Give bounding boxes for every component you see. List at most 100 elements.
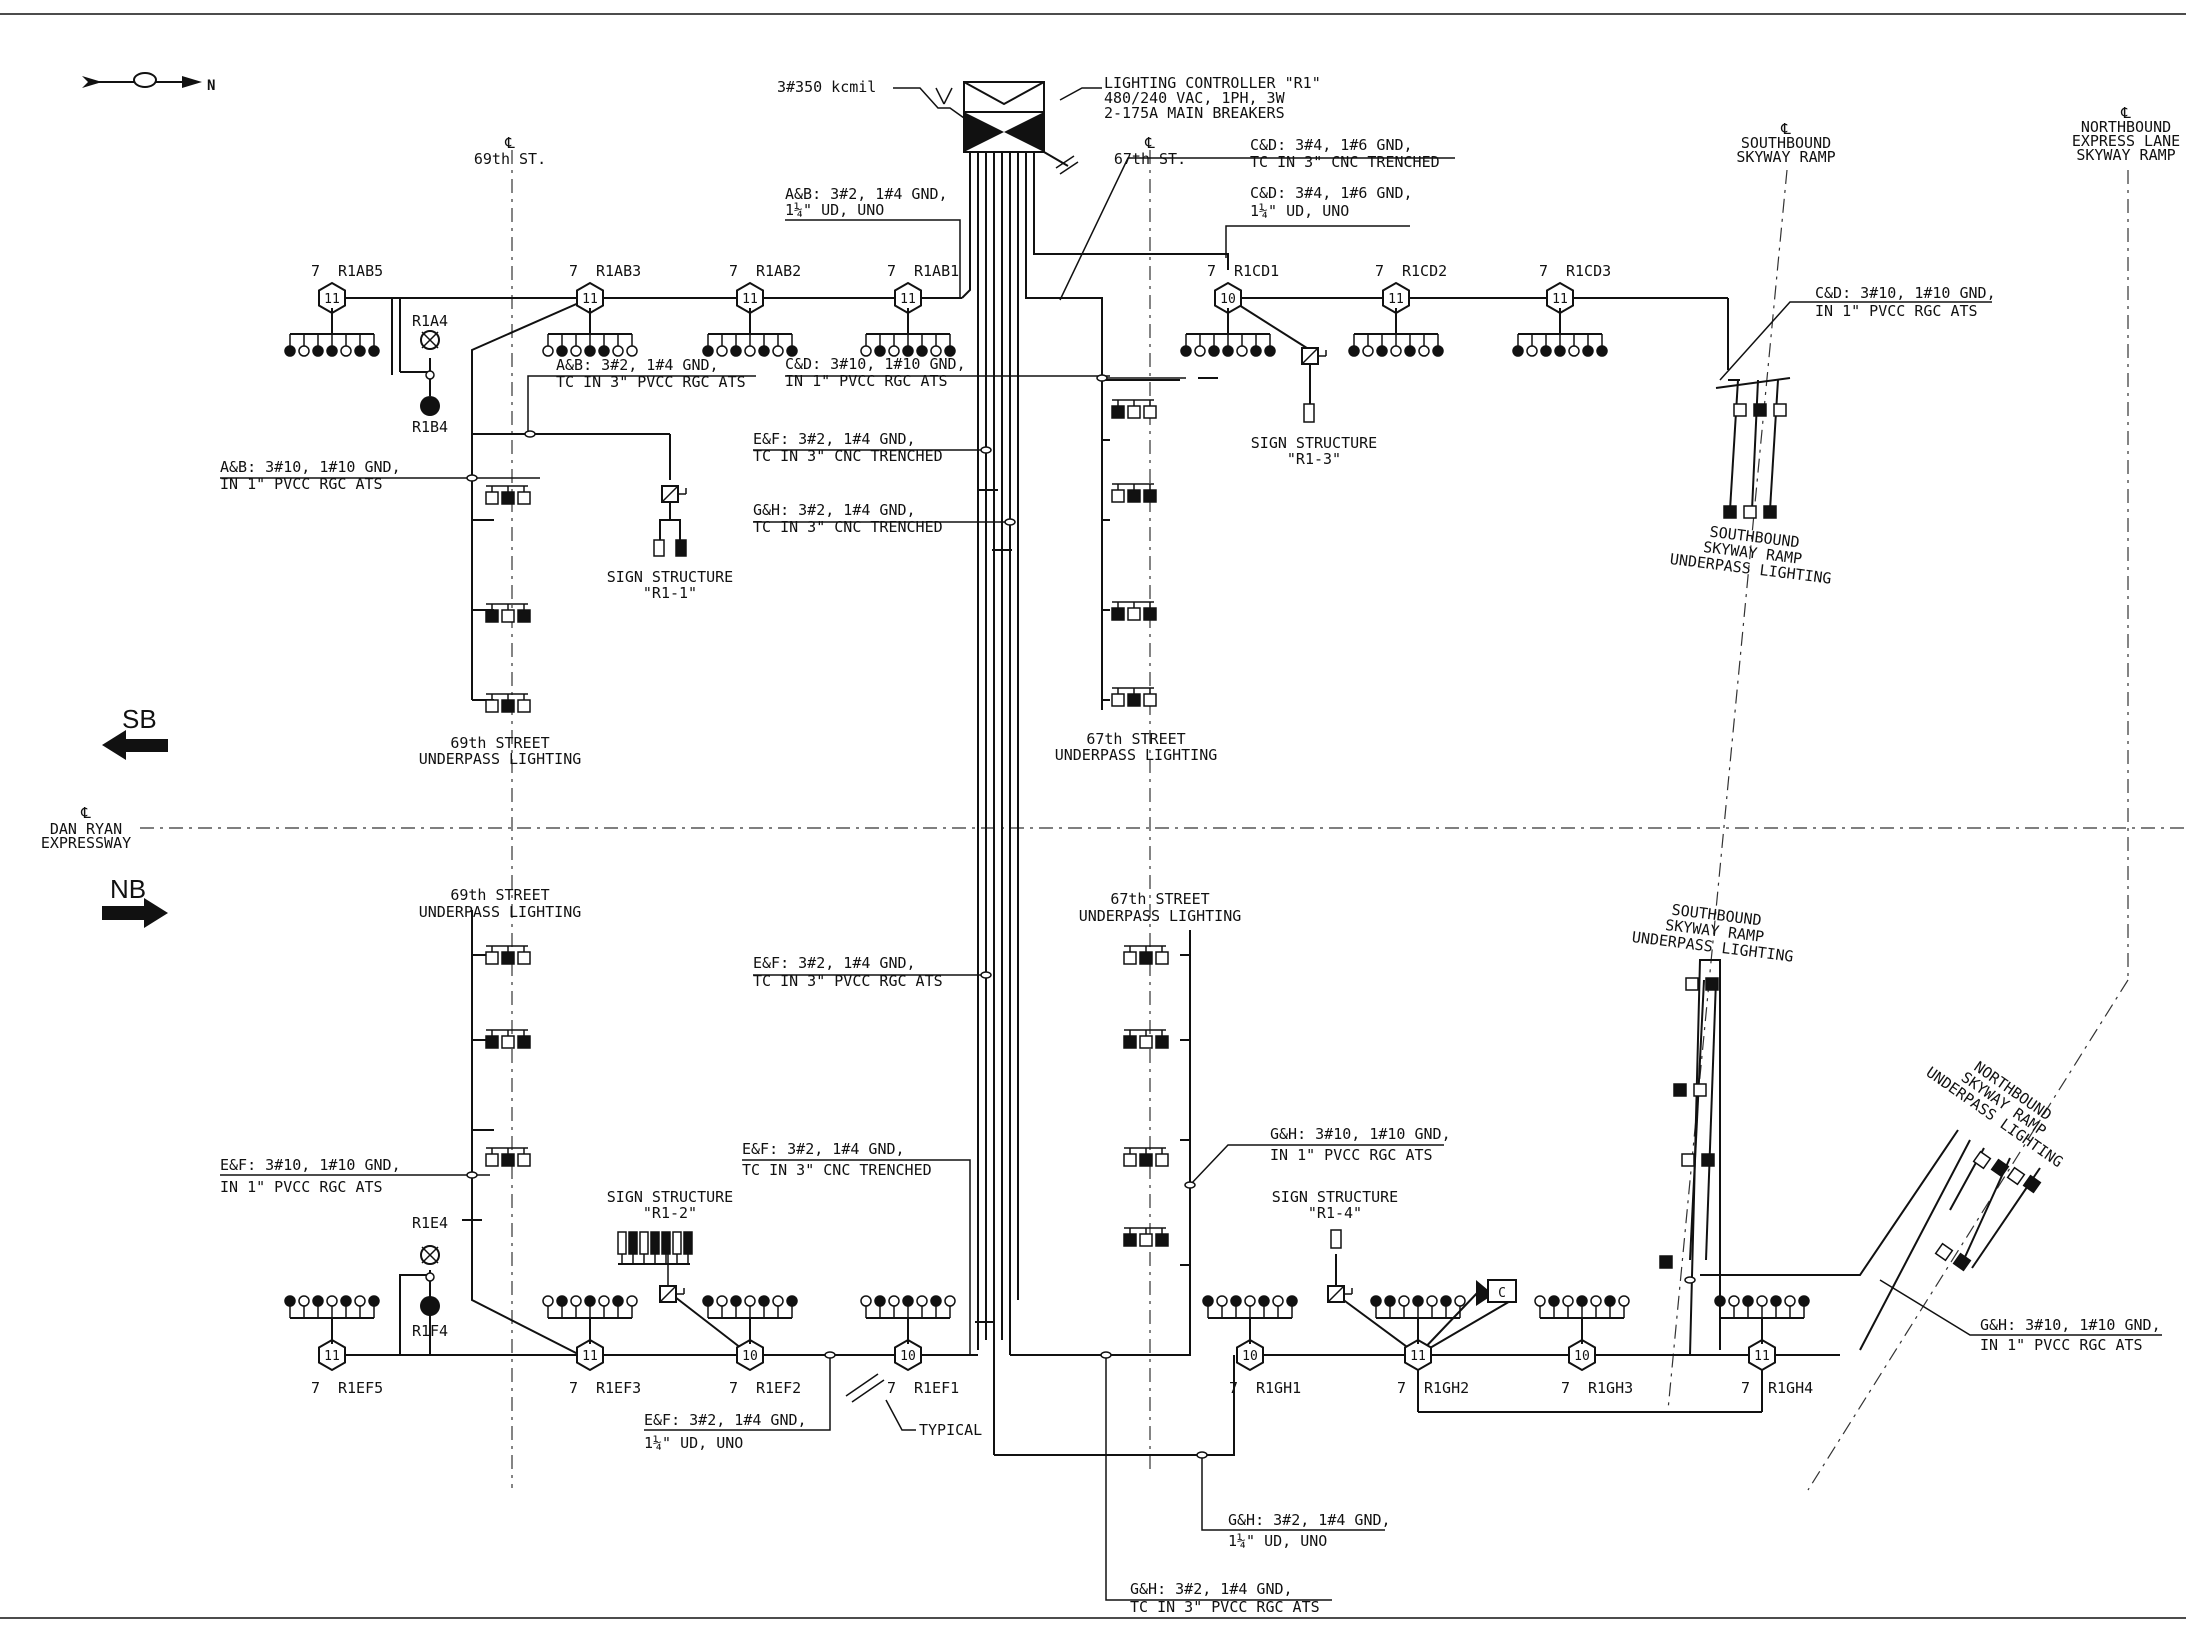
svg-text:IN 1" PVCC RGC ATS: IN 1" PVCC RGC ATS	[1815, 302, 1978, 320]
svg-text:DAN RYAN: DAN RYAN	[50, 820, 122, 838]
svg-text:G&H: 3#10, 1#10 GND,: G&H: 3#10, 1#10 GND,	[1980, 1316, 2161, 1334]
svg-text:SKYWAY RAMP: SKYWAY RAMP	[1736, 148, 1835, 166]
sign-structure-r1-1	[661, 485, 687, 503]
fixture-row-r1gh3	[1534, 1295, 1630, 1344]
pole-id: R1EF5	[338, 1379, 383, 1397]
nb-ramp-box-1	[1990, 1158, 2010, 1178]
pole-id: R1GH3	[1588, 1379, 1633, 1397]
svg-text:G&H: 3#2, 1#4 GND,: G&H: 3#2, 1#4 GND,	[753, 501, 916, 519]
pole-size: 11	[582, 1349, 598, 1364]
pole-number: 7	[887, 1379, 896, 1397]
svg-text:C&D: 3#4, 1#6 GND,: C&D: 3#4, 1#6 GND,	[1250, 184, 1413, 202]
fixture-row-r1gh1	[1202, 1295, 1298, 1344]
svg-text:UNDERPASS LIGHTING: UNDERPASS LIGHTING	[1079, 907, 1242, 925]
underpass-67-nb-box-3	[1123, 1227, 1169, 1247]
splice-mark-7	[1184, 1181, 1196, 1189]
svg-text:1¼" UD, UNO: 1¼" UD, UNO	[644, 1434, 743, 1452]
luminaire-r1e4: R1E4 R1F4	[399, 1214, 448, 1355]
fixture-row-r1ef5	[284, 1295, 380, 1344]
pole-number: 7	[1561, 1379, 1570, 1397]
svg-text:G&H: 3#10, 1#10 GND,: G&H: 3#10, 1#10 GND,	[1270, 1125, 1451, 1143]
sb-ramp-top-box-4	[1743, 505, 1757, 519]
svg-text:TC IN 3" PVCC RGC ATS: TC IN 3" PVCC RGC ATS	[1130, 1598, 1320, 1616]
svg-text:IN 1" PVCC RGC ATS: IN 1" PVCC RGC ATS	[1980, 1336, 2143, 1354]
pole-id: R1AB2	[756, 262, 801, 280]
splice-mark-0	[466, 474, 478, 482]
sb-ramp-top-box-0	[1733, 403, 1747, 417]
pole-id: R1EF1	[914, 1379, 959, 1397]
svg-text:TYPICAL: TYPICAL	[919, 1421, 982, 1439]
svg-text:C&D: 3#10, 1#10 GND,: C&D: 3#10, 1#10 GND,	[785, 355, 966, 373]
pole-size: 11	[582, 292, 598, 307]
fixture-row-r1ef2	[702, 1295, 798, 1344]
pole-size: 10	[1574, 1349, 1590, 1364]
pole-id: R1CD2	[1402, 262, 1447, 280]
svg-text:TC IN 3" PVCC RGC ATS: TC IN 3" PVCC RGC ATS	[753, 972, 943, 990]
svg-text:IN 1" PVCC RGC ATS: IN 1" PVCC RGC ATS	[220, 1178, 383, 1196]
pole-r1ef1: 10 7 R1EF1	[887, 1338, 959, 1397]
svg-text:R1B4: R1B4	[412, 418, 448, 436]
fixture-row-r1ab1	[860, 308, 956, 357]
svg-text:"R1-4": "R1-4"	[1308, 1204, 1362, 1222]
north-arrow-icon: N	[82, 72, 215, 94]
splice-mark-4	[1004, 518, 1016, 526]
svg-text:℄: ℄	[2120, 104, 2131, 122]
splice-mark-6	[466, 1171, 478, 1179]
svg-text:A&B: 3#2, 1#4 GND,: A&B: 3#2, 1#4 GND,	[785, 185, 948, 203]
sb-ramp-top-box-2	[1773, 403, 1787, 417]
pole-number: 7	[729, 262, 738, 280]
pole-size: 11	[324, 1349, 340, 1364]
pole-number: 7	[1207, 262, 1216, 280]
svg-text:R1E4: R1E4	[412, 1214, 448, 1232]
underpass-69-nb-box-1	[485, 1029, 531, 1049]
pole-number: 7	[1397, 1379, 1406, 1397]
svg-text:UNDERPASS LIGHTING: UNDERPASS LIGHTING	[1055, 746, 1218, 764]
controller-title: LIGHTING CONTROLLER "R1"	[1104, 74, 1321, 92]
svg-text:1¼" UD, UNO: 1¼" UD, UNO	[785, 201, 884, 219]
camera-icon: C	[1476, 1279, 1517, 1306]
pole-size: 11	[1754, 1349, 1770, 1364]
pole-number: 7	[1375, 262, 1384, 280]
sign-r1-1-label: SIGN STRUCTURE	[607, 568, 733, 586]
fixture-row-r1ef3	[542, 1295, 638, 1344]
splice-mark-9	[1100, 1351, 1112, 1359]
svg-text:TC IN 3" CNC TRENCHED: TC IN 3" CNC TRENCHED	[753, 447, 943, 465]
sb-ramp-top-box-5	[1763, 505, 1777, 519]
sb-ramp-low-box-4	[1681, 1153, 1695, 1167]
fixture-row-r1ef1	[860, 1295, 956, 1344]
svg-text:℄: ℄	[1144, 134, 1155, 152]
svg-text:1¼" UD, UNO: 1¼" UD, UNO	[1250, 202, 1349, 220]
callout-group: A&B: 3#2, 1#4 GND, 1¼" UD, UNO C&D: 3#4,…	[220, 136, 2162, 1616]
nb-ramp-box-2	[2006, 1166, 2026, 1186]
pole-number: 7	[1741, 1379, 1750, 1397]
fixture-row-r1cd3	[1512, 308, 1608, 357]
underpass-69-sb-box-1	[485, 603, 531, 623]
pole-size: 10	[900, 1349, 916, 1364]
svg-text:IN 1" PVCC RGC ATS: IN 1" PVCC RGC ATS	[785, 372, 948, 390]
underpass-67-sb-box-1	[1111, 483, 1157, 503]
svg-text:"R1-3": "R1-3"	[1287, 450, 1341, 468]
sb-ramp-low-box-6	[1659, 1255, 1673, 1269]
pole-size: 10	[1242, 1349, 1258, 1364]
svg-text:C&D: 3#10, 1#10 GND,: C&D: 3#10, 1#10 GND,	[1815, 284, 1996, 302]
southbound-arrow-icon: SB	[102, 704, 168, 760]
pole-number: 7	[1539, 262, 1548, 280]
svg-text:E&F: 3#2, 1#4 GND,: E&F: 3#2, 1#4 GND,	[753, 430, 916, 448]
svg-text:EXPRESSWAY: EXPRESSWAY	[41, 834, 131, 852]
svg-text:69th ST.: 69th ST.	[474, 150, 546, 168]
svg-text:A&B: 3#2, 1#4 GND,: A&B: 3#2, 1#4 GND,	[556, 356, 719, 374]
underpass-67-sb-box-0	[1111, 399, 1157, 419]
sign-r1-2-label: SIGN STRUCTURE	[607, 1188, 733, 1206]
controller-feed-label: 3#350 kcmil	[777, 78, 876, 96]
fixture-row-r1ab5	[284, 308, 380, 357]
pole-size: 10	[742, 1349, 758, 1364]
nb-label: NB	[110, 874, 146, 904]
svg-text:E&F: 3#10, 1#10 GND,: E&F: 3#10, 1#10 GND,	[220, 1156, 401, 1174]
